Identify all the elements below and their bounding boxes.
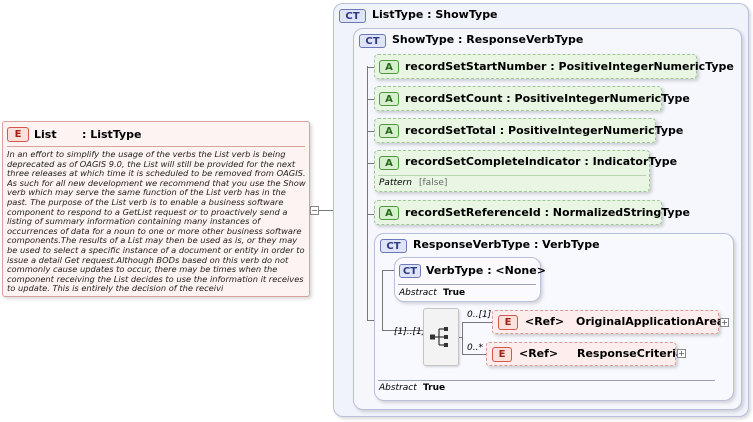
complex-type-icon: CT [399, 264, 421, 278]
inner-tree-vertical-line [382, 270, 383, 330]
element-icon: E [492, 347, 512, 362]
response-verb-type-title: ResponseVerbType : VerbType [413, 238, 600, 251]
tree-branch [367, 99, 374, 100]
tree-vertical-line [367, 66, 368, 320]
attribute-label: recordSetCount : PositiveIntegerNumericT… [405, 92, 690, 105]
tree-branch [367, 67, 374, 68]
expand-toggle[interactable]: + [677, 349, 686, 358]
tree-branch [367, 320, 374, 321]
verb-type-divider [398, 284, 536, 285]
ref-cardinality: 0..* [467, 343, 483, 353]
list-element-box[interactable]: E List : ListType In an effort to simpli… [2, 121, 310, 297]
sequence-branch-vertical [462, 322, 463, 355]
tree-branch [367, 214, 374, 215]
attribute-label: recordSetReferenceId : NormalizedStringT… [405, 206, 690, 219]
ref-branch [462, 354, 486, 355]
attribute-record-set-start-number[interactable]: A recordSetStartNumber : PositiveInteger… [374, 54, 734, 79]
list-element-divider [7, 146, 305, 147]
list-collapse-toggle[interactable]: − [310, 206, 319, 215]
list-element-name: List [34, 128, 57, 141]
facet-value: [false] [419, 178, 448, 188]
list-element-type: : ListType [82, 128, 142, 141]
attribute-record-set-reference-id[interactable]: A recordSetReferenceId : NormalizedStrin… [374, 200, 690, 225]
sequence-compositor[interactable] [423, 308, 459, 366]
abstract-label: Abstract [399, 288, 437, 298]
tree-branch [367, 131, 374, 132]
show-type-title: ShowType : ResponseVerbType [392, 33, 584, 46]
attribute-icon: A [379, 206, 399, 220]
attribute-record-set-complete-indicator[interactable]: A recordSetCompleteIndicator : Indicator… [374, 150, 677, 192]
ref-name: ResponseCriteria [577, 347, 684, 360]
ref-cardinality: 0..[1] [467, 310, 492, 320]
inner-tree-branch [382, 270, 394, 271]
attribute-icon: A [379, 60, 399, 74]
attribute-icon: A [379, 124, 399, 138]
facet-divider [378, 175, 646, 176]
complex-type-icon: CT [339, 9, 366, 23]
ref-response-criteria[interactable]: E <Ref> ResponseCriteria [486, 342, 683, 366]
connector-list-root [319, 210, 333, 211]
attribute-label: recordSetStartNumber : PositiveIntegerNu… [405, 60, 734, 73]
list-type-title: ListType : ShowType [372, 8, 498, 21]
sequence-multiplicity: [1]..[1] [394, 327, 426, 337]
abstract-value: True [443, 288, 466, 298]
attribute-record-set-total[interactable]: A recordSetTotal : PositiveIntegerNumeri… [374, 118, 683, 143]
element-icon: E [498, 315, 518, 330]
ref-label: <Ref> [525, 315, 565, 328]
sequence-icon [430, 327, 448, 347]
ref-name: OriginalApplicationArea [576, 315, 725, 328]
attribute-icon: A [379, 92, 399, 106]
abstract-value: True [423, 383, 446, 393]
facet-name: Pattern [379, 178, 412, 188]
ref-original-application-area[interactable]: E <Ref> OriginalApplicationArea [492, 310, 724, 334]
ref-label: <Ref> [519, 347, 559, 360]
tree-branch [367, 163, 374, 164]
sequence-connector [459, 337, 463, 338]
list-element-description: In an effort to simplify the usage of th… [7, 150, 306, 294]
complex-type-icon: CT [359, 34, 386, 48]
ref-branch [462, 322, 492, 323]
attribute-label: recordSetTotal : PositiveIntegerNumericT… [405, 124, 684, 137]
inner-tree-branch [382, 330, 423, 331]
abstract-divider [378, 380, 715, 381]
complex-type-icon: CT [380, 239, 407, 253]
verb-type-box[interactable]: CT VerbType : <None> Abstract True [394, 257, 546, 302]
attribute-icon: A [379, 156, 399, 170]
abstract-label: Abstract [379, 383, 417, 393]
expand-toggle[interactable]: + [720, 318, 729, 327]
element-icon: E [7, 127, 29, 142]
verb-type-title: VerbType : <None> [426, 264, 546, 277]
attribute-record-set-count[interactable]: A recordSetCount : PositiveIntegerNumeri… [374, 86, 690, 111]
attribute-label: recordSetCompleteIndicator : IndicatorTy… [405, 155, 678, 168]
